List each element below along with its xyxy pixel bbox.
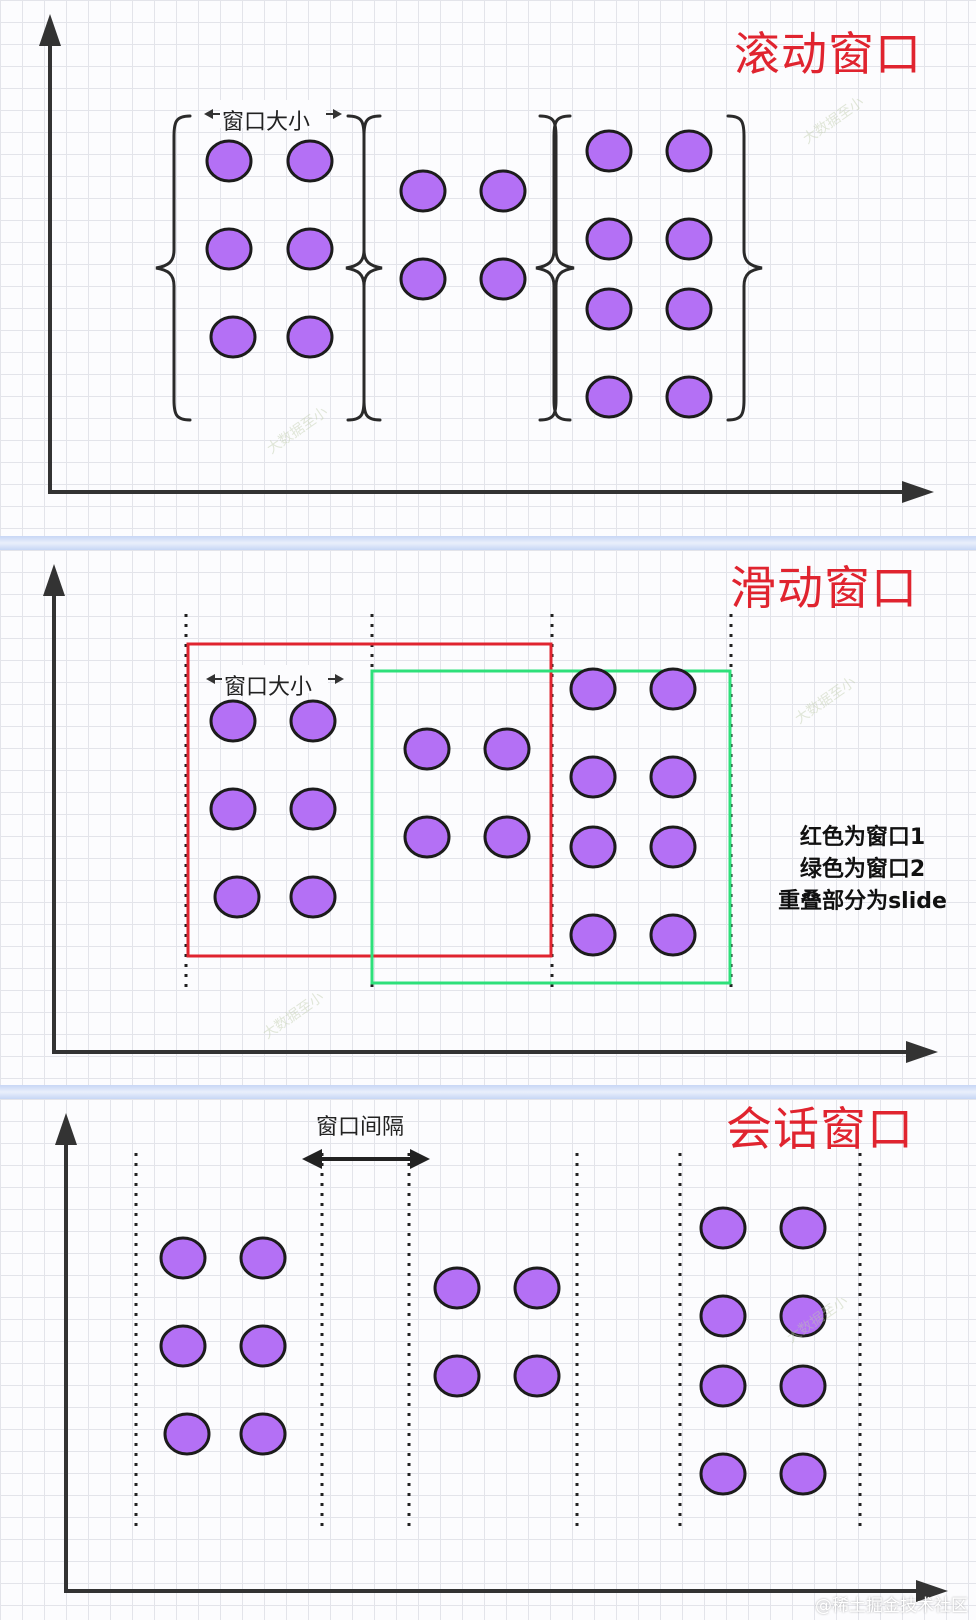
event-dot xyxy=(649,755,697,799)
window-size-arrow-left xyxy=(204,109,213,119)
event-dot xyxy=(433,1354,481,1398)
sliding-window-panel: 滑动窗口 窗口大小 红色为窗口1 绿色为窗口2 重叠部分为slide 大数据至小… xyxy=(0,550,976,1085)
brace-2-close xyxy=(538,114,575,422)
panel-separator xyxy=(0,536,976,550)
gap-arrow-left xyxy=(302,1149,322,1169)
event-dot xyxy=(665,217,713,261)
event-dot xyxy=(665,129,713,173)
event-dot xyxy=(399,169,447,213)
event-dot xyxy=(159,1236,207,1280)
event-dot xyxy=(286,227,334,271)
event-dot xyxy=(483,815,531,859)
legend: 红色为窗口1 绿色为窗口2 重叠部分为slide xyxy=(760,822,965,918)
panel-title: 会话窗口 xyxy=(726,1102,914,1156)
event-dot xyxy=(289,787,337,831)
gap-arrow-right xyxy=(410,1149,430,1169)
sliding-window-figure xyxy=(43,564,938,1063)
event-dot xyxy=(483,727,531,771)
panel-title: 滚动窗口 xyxy=(734,27,922,81)
event-dot xyxy=(585,375,633,419)
window-1-rect xyxy=(186,642,553,958)
event-dot xyxy=(209,315,257,359)
event-dot xyxy=(569,755,617,799)
event-dot xyxy=(569,913,617,957)
tumbling-window-2-events xyxy=(399,169,527,301)
sliding-window-events xyxy=(209,667,697,957)
event-dot xyxy=(403,815,451,859)
event-dot xyxy=(699,1294,747,1338)
legend-window-2: 绿色为窗口2 xyxy=(799,857,926,882)
y-axis-arrowhead xyxy=(43,564,65,596)
tumbling-window-1-events xyxy=(205,139,334,359)
event-dot xyxy=(699,1452,747,1496)
event-dot xyxy=(779,1364,827,1408)
panel-separator xyxy=(0,1085,976,1099)
x-axis-arrowhead xyxy=(902,481,934,503)
window-size-label: 窗口大小 xyxy=(222,110,311,135)
legend-window-1: 红色为窗口1 xyxy=(799,825,926,850)
event-dot xyxy=(163,1412,211,1456)
event-dot xyxy=(779,1452,827,1496)
x-axis-arrowhead xyxy=(906,1041,938,1063)
event-dot xyxy=(239,1324,287,1368)
event-dot xyxy=(699,1364,747,1408)
event-dot xyxy=(213,875,261,919)
event-dot xyxy=(399,257,447,301)
window-2-rect xyxy=(370,669,732,985)
event-dot xyxy=(209,787,257,831)
event-dot xyxy=(289,875,337,919)
event-dot xyxy=(665,375,713,419)
event-dot xyxy=(239,1236,287,1280)
y-axis-arrowhead xyxy=(55,1113,77,1145)
event-dot xyxy=(649,913,697,957)
event-dot xyxy=(699,1206,747,1250)
event-dot xyxy=(479,257,527,301)
event-dot xyxy=(479,169,527,213)
brace-2-open xyxy=(345,114,382,422)
session-window-figure xyxy=(55,1113,948,1602)
event-dot xyxy=(513,1354,561,1398)
event-dot xyxy=(569,667,617,711)
event-dot xyxy=(286,315,334,359)
brace-1-open xyxy=(155,114,192,422)
brace-3-open xyxy=(535,114,572,422)
event-dot xyxy=(205,139,253,183)
window-size-arrow-left xyxy=(206,674,215,684)
event-dot xyxy=(585,287,633,331)
event-dot xyxy=(205,227,253,271)
event-dot xyxy=(779,1294,827,1338)
event-dot xyxy=(585,217,633,261)
tumbling-window-figure xyxy=(39,14,934,503)
event-dot xyxy=(286,139,334,183)
event-dot xyxy=(289,699,337,743)
event-dot xyxy=(513,1266,561,1310)
session-window-panel: 会话窗口 窗口间隔 大数据至小 @稀土掘金技术社区 xyxy=(0,1099,976,1620)
window-size-label: 窗口大小 xyxy=(224,675,313,700)
brace-3-close xyxy=(726,114,763,422)
event-dot xyxy=(649,667,697,711)
x-axis-arrowhead xyxy=(916,1580,948,1602)
footer-watermark: @稀土掘金技术社区 xyxy=(815,1596,968,1616)
event-dot xyxy=(649,825,697,869)
event-dot xyxy=(209,699,257,743)
session-window-events xyxy=(159,1206,827,1496)
event-dot xyxy=(779,1206,827,1250)
y-axis-arrowhead xyxy=(39,14,61,46)
panel-title: 滑动窗口 xyxy=(730,561,918,615)
event-dot xyxy=(585,129,633,173)
event-dot xyxy=(239,1412,287,1456)
event-dot xyxy=(569,825,617,869)
event-dot xyxy=(403,727,451,771)
event-dot xyxy=(433,1266,481,1310)
window-size-arrow-right xyxy=(335,674,344,684)
event-dot xyxy=(665,287,713,331)
legend-overlap: 重叠部分为slide xyxy=(778,889,947,914)
tumbling-window-3-events xyxy=(585,129,713,419)
gap-label: 窗口间隔 xyxy=(316,1115,405,1140)
window-size-arrow-right xyxy=(333,109,342,119)
tumbling-window-panel: 滚动窗口 窗口大小 大数据至小 大数据至小 xyxy=(0,0,976,536)
event-dot xyxy=(159,1324,207,1368)
